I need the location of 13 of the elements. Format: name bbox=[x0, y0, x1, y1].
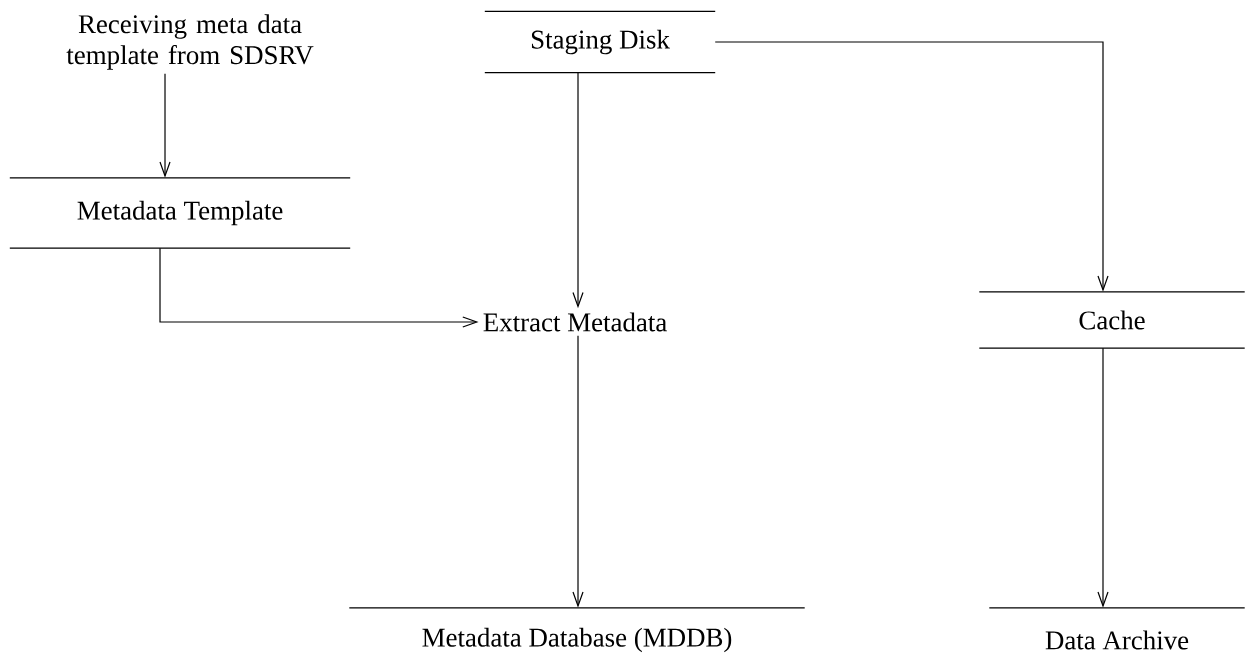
data-store: Data Archive bbox=[988, 607, 1246, 650]
label-text: Extract Metadata bbox=[483, 312, 667, 332]
data-store: Metadata Template bbox=[9, 177, 351, 249]
data-store: Staging Disk bbox=[484, 10, 716, 74]
arrow bbox=[572, 335, 584, 608]
arrow bbox=[159, 247, 479, 328]
data-store: Cache bbox=[978, 291, 1246, 349]
arrow bbox=[159, 73, 171, 178]
arrow bbox=[714, 41, 1109, 292]
label-text: Receiving meta data template from SDSRV bbox=[66, 14, 314, 70]
arrow bbox=[572, 72, 584, 309]
data-store: Metadata Database (MDDB) bbox=[348, 607, 806, 653]
arrow bbox=[1097, 347, 1109, 608]
